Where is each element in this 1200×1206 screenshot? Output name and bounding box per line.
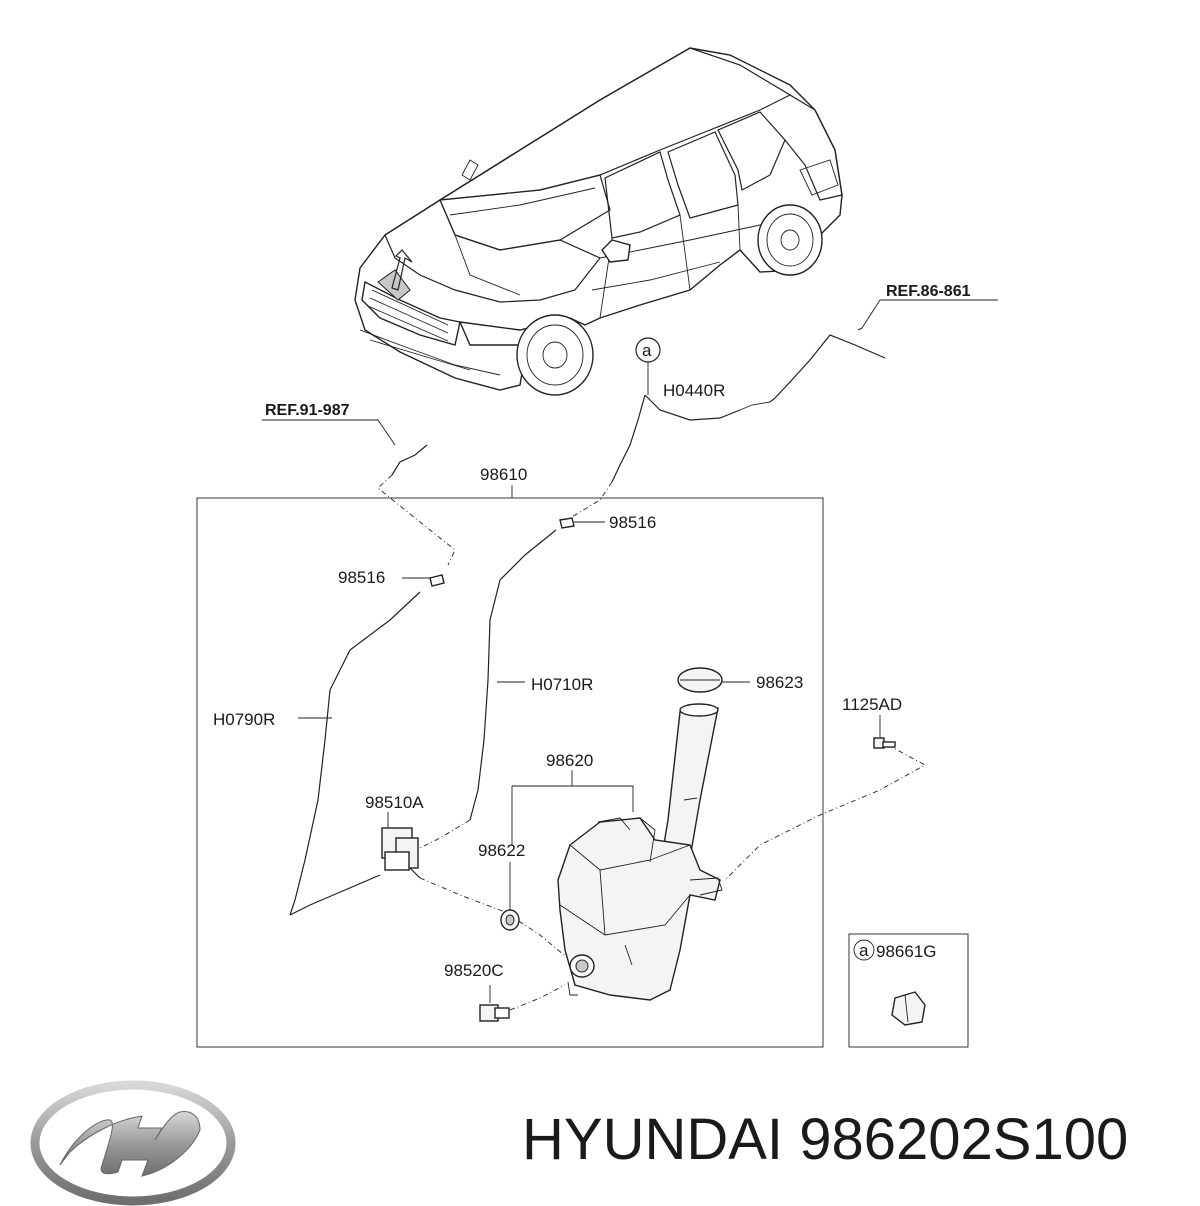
label-h0440r: H0440R xyxy=(663,381,725,400)
level-sensor-98520c xyxy=(479,985,510,1022)
washer-tank-98620 xyxy=(511,703,723,1001)
label-inset-a: a xyxy=(859,941,869,960)
inset-98661g xyxy=(848,933,969,1048)
vehicle-illustration xyxy=(354,47,843,396)
label-98516-right: 98516 xyxy=(609,513,656,532)
label-h0790r: H0790R xyxy=(213,710,275,729)
diagram-labels: REF.86-861 a H0440R REF.91-987 98610 985… xyxy=(213,283,971,980)
label-callout-a: a xyxy=(642,341,652,360)
washer-pump-98510a xyxy=(381,812,421,879)
label-98661g: 98661G xyxy=(876,942,937,961)
label-98510a: 98510A xyxy=(365,793,424,812)
label-98520c: 98520C xyxy=(444,961,504,980)
label-98623: 98623 xyxy=(756,673,803,692)
hoses-inside xyxy=(289,517,927,1011)
filler-cap-98623 xyxy=(677,667,750,693)
label-98516-left: 98516 xyxy=(338,568,385,587)
label-98610: 98610 xyxy=(480,465,527,484)
label-98622: 98622 xyxy=(478,841,525,860)
label-h0710r: H0710R xyxy=(531,675,593,694)
label-98620: 98620 xyxy=(546,751,593,770)
hyundai-logo xyxy=(30,1080,236,1206)
label-1125ad: 1125AD xyxy=(842,695,902,714)
label-ref-91-987: REF.91-987 xyxy=(265,402,350,419)
bolt-1125ad xyxy=(873,715,896,749)
assembly-frame xyxy=(196,497,824,1048)
hose-routing-upper xyxy=(262,299,998,566)
brand-name: HYUNDAI xyxy=(522,1107,784,1172)
label-ref-86-861: REF.86-861 xyxy=(886,283,971,300)
part-number: 986202S100 xyxy=(799,1107,1129,1172)
grommet-98622 xyxy=(500,862,520,931)
